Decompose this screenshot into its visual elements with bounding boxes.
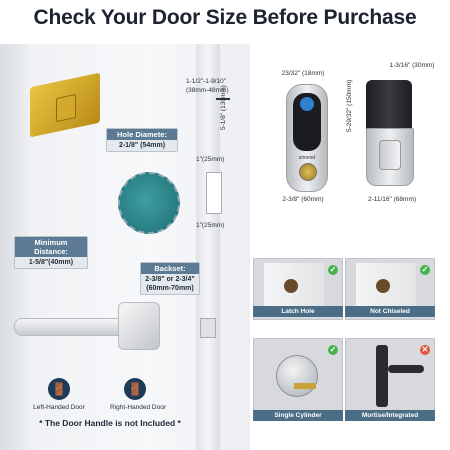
left-handed-door-icon: 🚪 (48, 378, 70, 400)
strike-plate (206, 172, 222, 214)
back-lock (366, 80, 414, 192)
backset-heading: Backset: (141, 263, 199, 274)
min-distance-tag: Minimum Distance: 1-5/8"(40mm) (14, 236, 88, 269)
strike-top-dim: 1"(25mm) (196, 156, 225, 163)
bore-hole (118, 172, 180, 234)
backset-value-mm: (60mm-70mm) (146, 285, 194, 292)
latch-hole-panel: ✓ (253, 258, 343, 320)
door-latch-small (200, 318, 216, 338)
single-cylinder-label: Single Cylinder (253, 410, 343, 421)
front-brand-text: smonet (298, 155, 316, 161)
not-chiseled-label: Not Chiseled (345, 306, 435, 317)
right-handed-door-label: Right-Handed Door (109, 404, 166, 411)
front-height-dim: 5-1/8" (130mm) (220, 85, 227, 130)
fingerprint-icon (300, 97, 314, 111)
hole-diameter-tag: Hole Diamete: 2-1/8" (54mm) (106, 128, 178, 152)
cross-icon: ✕ (420, 345, 430, 355)
check-icon: ✓ (328, 345, 338, 355)
mortise-panel: ✕ (345, 338, 435, 416)
strike-bottom-dim: 1"(25mm) (196, 222, 225, 229)
back-height-dim: 5-29/32" (150mm) (346, 79, 353, 132)
page-title: Check Your Door Size Before Purchase (33, 6, 417, 29)
thickness-bracket (216, 98, 230, 100)
footnote: * The Door Handle is not Included * (10, 418, 210, 432)
min-distance-value: 1-5/8"(40mm) (28, 259, 74, 266)
knob-illustration (276, 355, 318, 397)
front-width-top-dim: 23/32" (18mm) (281, 70, 325, 77)
left-handed-door-label: Left-Handed Door (33, 404, 85, 411)
hole-diameter-value: 2-1/8" (54mm) (118, 142, 166, 149)
back-plate (366, 128, 414, 186)
handle-rose (118, 302, 160, 350)
door-thickness-mm: (38mm-48mm) (186, 87, 229, 94)
check-icon: ✓ (420, 265, 430, 275)
min-distance-heading: Minimum Distance: (15, 237, 87, 257)
thumb-turn (379, 140, 401, 170)
door-thickness-dim: 1-1/2"-1-9/10" (186, 78, 227, 85)
latch-hole-illustration (376, 279, 390, 293)
mortise-plate (376, 345, 388, 407)
footnote-star-right: * (175, 418, 181, 428)
front-lock: smonet (286, 84, 328, 192)
backset-tag: Backset: 2-3/8" or 2-3/4" (60mm-70mm) (140, 262, 200, 295)
footnote-star-left: * (39, 418, 45, 428)
key-illustration (294, 383, 316, 389)
mortise-label: Mortise/Integrated (345, 410, 435, 421)
latch-hole-label: Latch Hole (253, 306, 343, 317)
latch-hole-illustration (284, 279, 298, 293)
front-width-bottom-dim: 2-3/8" (60mm) (282, 196, 324, 203)
single-cylinder-panel: ✓ (253, 338, 343, 416)
mortise-handle (388, 365, 424, 373)
key-cylinder (299, 163, 317, 181)
battery-cover (366, 80, 412, 130)
right-handed-door-icon: 🚪 (124, 378, 146, 400)
back-depth-top-dim: 1-3/16" (30mm) (389, 62, 435, 69)
latch-plate (56, 93, 76, 123)
check-icon: ✓ (328, 265, 338, 275)
footnote-text: The Door Handle is not Included (44, 418, 176, 428)
hole-diameter-heading: Hole Diamete: (107, 129, 177, 140)
backset-value: 2-3/8" or 2-3/4" (145, 276, 195, 283)
door-frame (196, 44, 220, 450)
back-width-bottom-dim: 2-11/16" (68mm) (367, 196, 417, 203)
